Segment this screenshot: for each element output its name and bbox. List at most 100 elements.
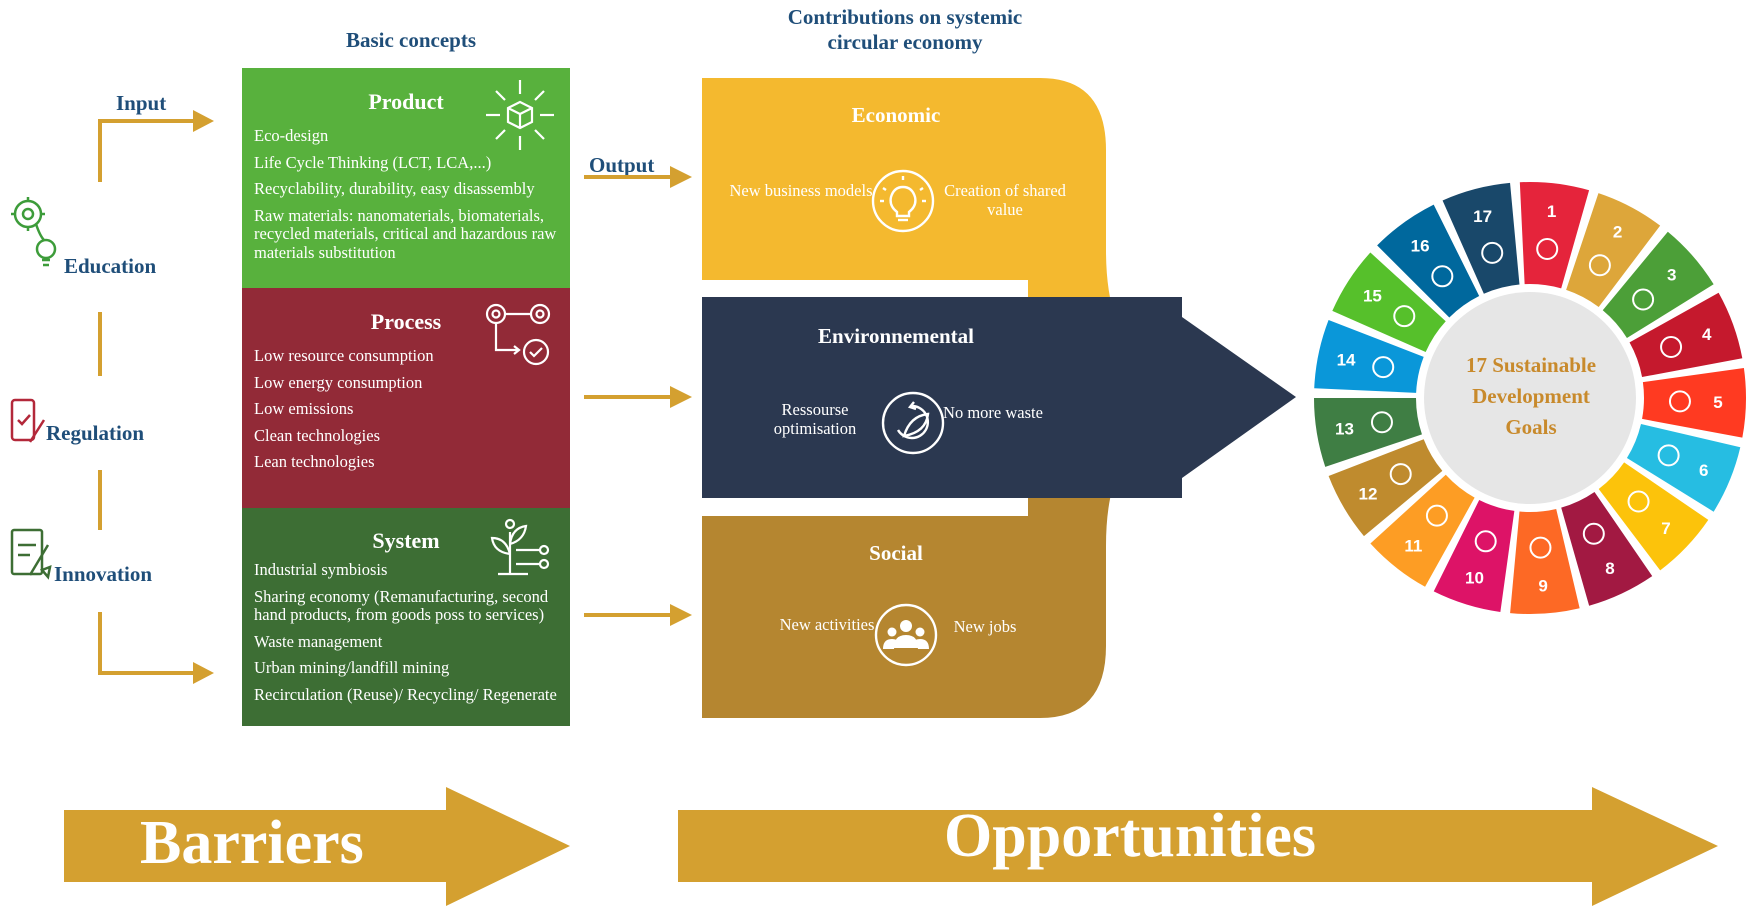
sdg-goal-8-icon [1582,522,1605,545]
sdg-goal-7-number: 7 [1661,519,1670,538]
product-list: Eco-design Life Cycle Thinking (LCT, LCA… [254,126,564,270]
economic-title: Economic [851,103,941,127]
sdg-goal-15-number: 15 [1363,286,1382,305]
process-list: Low resource consumption Low energy cons… [254,346,564,480]
environmental-right-text: No more waste [943,403,1043,422]
opportunities-arrow [678,787,1718,906]
basic-concepts-header: Basic concepts [345,28,477,52]
sdg-goal-7-segment [1598,462,1709,571]
regulation-label: Regulation [46,421,145,445]
plant-network-icon [490,518,550,576]
input-label: Input [116,91,167,115]
sdg-goal-9-segment [1510,508,1580,614]
output-arrows [584,166,692,626]
sdg-goal-9-icon [1529,536,1552,559]
sdg-goal-4-number: 4 [1702,325,1712,344]
sdg-center-line2: Development [1472,384,1590,408]
sdg-goal-1-icon [1536,237,1559,260]
left-bracket-graphics [10,110,214,684]
sdg-goal-4-segment [1629,292,1743,378]
sdg-goal-8-segment [1561,491,1653,606]
input-bracket-arrow [98,119,196,182]
system-title: System [372,528,440,553]
bottom-arrows [64,787,1718,906]
sdg-goal-12-icon [1389,463,1412,486]
sdg-goal-15-icon [1393,305,1416,328]
sdg-goal-14-icon [1372,356,1395,379]
people-group-icon [874,603,938,667]
sdg-center-line1: 17 Sustainable [1465,353,1597,377]
list-item: Low emissions [254,399,354,418]
innovation-bracket-arrow [98,612,196,675]
education-label: Education [64,254,157,278]
output-arrow-economic [584,166,692,188]
gears-icon [485,303,551,366]
regulation-icon [10,398,46,443]
innovation-arrowhead [193,662,214,684]
sdg-goal-11-number: 11 [1404,536,1422,555]
sdg-goal-17-number: 17 [1473,207,1492,226]
sdg-goal-2-number: 2 [1613,223,1622,242]
list-item: Eco-design [254,126,329,145]
economic-right-text: Creation of shared value [944,181,1066,219]
list-item: Low resource consumption [254,346,434,365]
output-arrow-environmental [584,386,692,408]
sdg-center-disc [1424,292,1636,504]
sdg-goal-12-number: 12 [1359,484,1378,503]
sdg-goal-11-segment [1370,474,1475,587]
economic-left-text: New business models [729,181,873,200]
sdg-goal-6-number: 6 [1699,461,1708,480]
contributions-header-line1: Contributions on systemic [787,5,1023,29]
innovation-label: Innovation [54,562,153,586]
sdg-goal-17-segment [1442,182,1520,294]
list-item: Sharing economy (Remanufacturing, second… [254,586,549,624]
sdg-goal-10-segment [1433,500,1515,612]
list-item: Life Cycle Thinking (LCT, LCA,...) [254,152,492,172]
environmental-flow-arrow [702,297,1296,498]
list-item: Raw materials: nanomaterials, biomateria… [254,205,557,262]
output-label: Output [589,153,655,177]
sdg-goal-2-icon [1588,254,1611,277]
sdg-goal-17-icon [1481,241,1504,264]
output-arrow-social [584,604,692,626]
sdg-center-label: 17 Sustainable Development Goals [1436,350,1626,443]
system-list: Industrial symbiosis Sharing economy (Re… [254,560,564,712]
lightbulb-icon [871,169,935,233]
sdg-goal-6-segment [1626,423,1741,512]
sdg-goal-1-segment [1519,182,1590,289]
sdg-goal-2-segment [1566,193,1661,308]
sdg-goal-3-icon [1632,288,1655,311]
sdg-goal-16-icon [1431,265,1454,288]
list-item: Urban mining/landfill mining [254,658,450,677]
sdg-goal-5-icon [1668,390,1691,413]
list-item: Lean technologies [254,452,375,471]
box-arrows-icon [486,80,554,150]
list-item: Low energy consumption [254,372,423,392]
process-title: Process [370,309,442,334]
opportunities-label: Opportunities [944,802,1317,870]
environmental-title: Environnemental [818,324,974,348]
list-item: Recirculation (Reuse)/ Recycling/ Regene… [254,684,557,704]
sdg-goal-14-segment [1314,319,1424,393]
sdg-center-line3: Goals [1505,415,1557,439]
system-block: System Industrial symbiosis Sharing econ… [242,508,570,726]
leaf-cycle-icon [881,391,945,455]
contributions-header: Contributions on systemic circular econo… [740,5,1070,55]
list-item: Recyclability, durability, easy disassem… [254,179,535,198]
sdg-goal-16-segment [1377,204,1480,318]
contributions-header-line2: circular economy [827,30,983,54]
sdg-goal-16-number: 16 [1411,236,1430,255]
sdg-goal-1-number: 1 [1547,202,1556,221]
product-title: Product [368,89,444,114]
sdg-goal-12-segment [1328,439,1443,537]
sdg-goal-9-number: 9 [1538,577,1547,596]
sdg-goal-15-segment [1332,252,1446,353]
education-icon [11,197,57,267]
sdg-goal-10-number: 10 [1465,569,1484,588]
barriers-label: Barriers [140,809,364,877]
sdg-goal-3-segment [1602,231,1714,338]
list-item: Clean technologies [254,425,381,445]
list-item: Waste management [254,631,383,651]
